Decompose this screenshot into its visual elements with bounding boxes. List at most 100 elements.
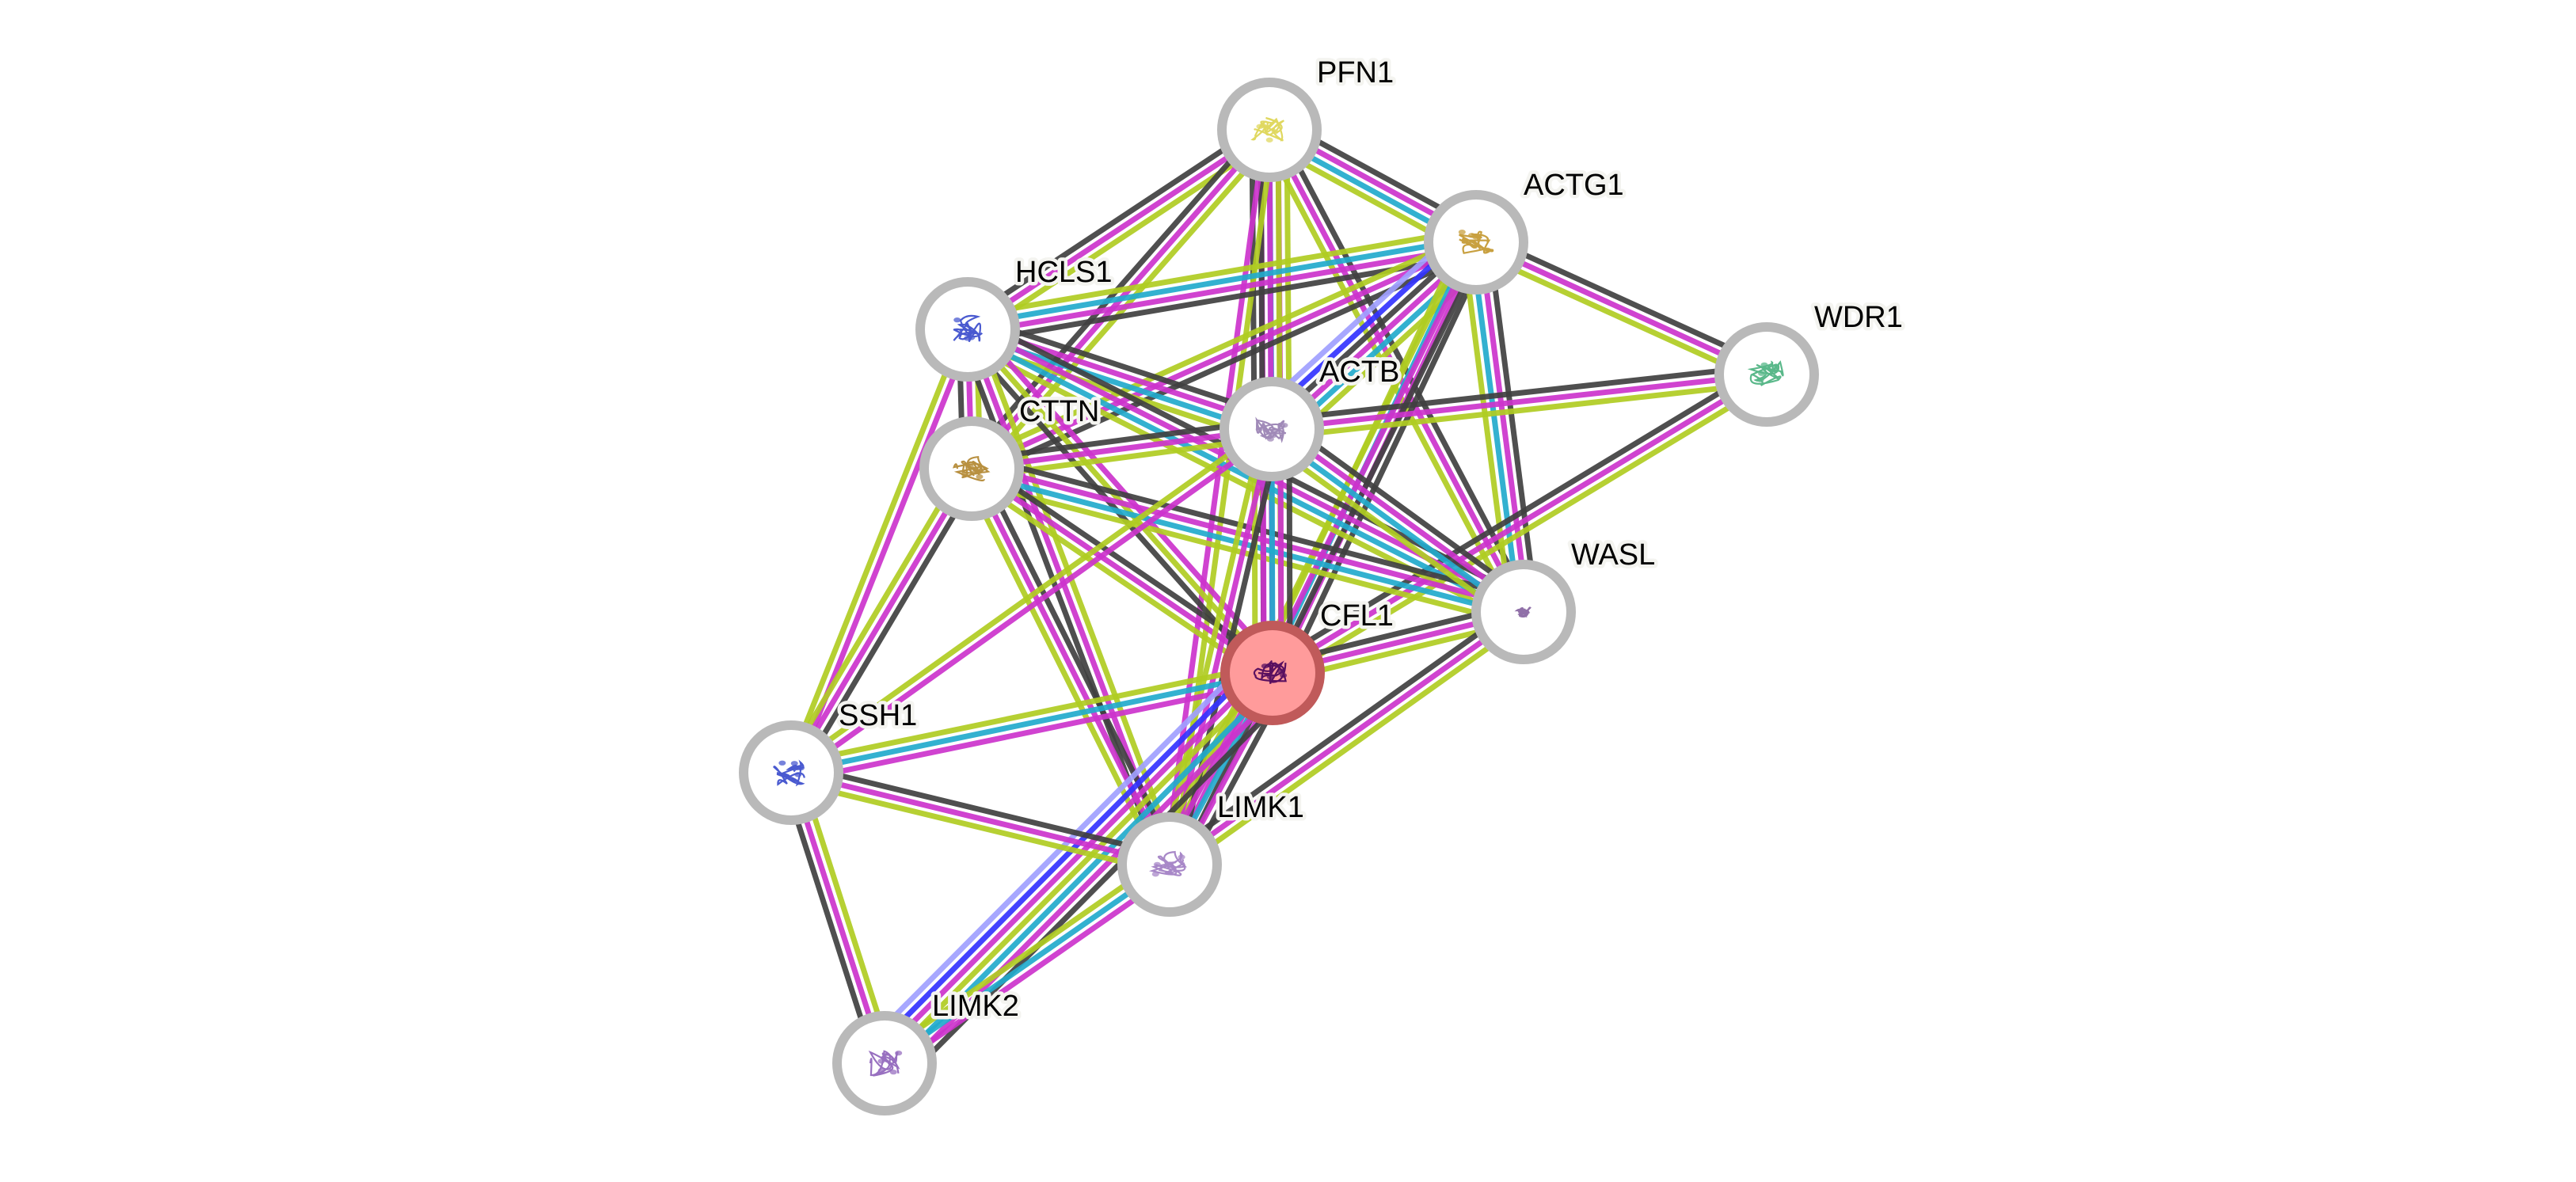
evidence-line-coexpression <box>1162 602 1520 860</box>
node-label-hcls1[interactable]: HCLS1 <box>1012 253 1117 293</box>
node-label-actg1[interactable]: ACTG1 <box>1520 165 1628 206</box>
evidence-line-coexpression <box>976 463 1180 862</box>
evidence-line-databases <box>966 235 1476 329</box>
node-label-cttn[interactable]: CTTN <box>1016 392 1103 432</box>
evidence-line-experiments <box>1167 610 1526 867</box>
node-label-limk1[interactable]: LIMK1 <box>1214 788 1308 828</box>
edge-limk1-limk2[interactable] <box>877 855 1177 1073</box>
node-cttn[interactable] <box>919 416 1024 521</box>
evidence-line-textmining <box>877 855 1166 1058</box>
node-hcls1[interactable] <box>915 277 1020 382</box>
protein-structure-icon <box>953 456 991 481</box>
evidence-line-coexpression <box>796 471 982 779</box>
evidence-line-coexpression <box>1266 364 1764 668</box>
evidence-line-textmining <box>1275 379 1773 683</box>
evidence-line-experiments <box>1266 128 1527 614</box>
evidence-line-experiments <box>888 869 1177 1073</box>
node-label-actb[interactable]: ACTB <box>1316 352 1403 393</box>
protein-structure-icon <box>1747 360 1784 386</box>
node-label-ssh1[interactable]: SSH1 <box>835 696 921 736</box>
evidence-line-cooccurrence <box>869 659 1262 1053</box>
nodes-layer <box>739 78 1819 1115</box>
edge-cfl1-limk2[interactable] <box>864 652 1293 1084</box>
evidence-line-textmining <box>973 325 1181 863</box>
evidence-line-coexpression <box>1270 363 1767 424</box>
node-label-cfl1[interactable]: CFL1 <box>1317 596 1398 637</box>
node-label-pfn1[interactable]: PFN1 <box>1314 53 1398 93</box>
evidence-line-experiments <box>792 430 1277 779</box>
evidence-line-textmining <box>965 226 1474 320</box>
protein-structure-icon <box>773 759 805 787</box>
node-wdr1[interactable] <box>1714 322 1819 427</box>
edge-ssh1-limk1[interactable] <box>788 761 1173 876</box>
protein-structure-icon <box>868 1050 903 1077</box>
edge-wdr1-cfl1[interactable] <box>1266 364 1773 683</box>
node-circle[interactable] <box>1217 78 1322 182</box>
node-ssh1[interactable] <box>739 720 843 825</box>
evidence-line-textmining <box>786 423 1271 772</box>
evidence-line-coexpression <box>1277 416 1533 604</box>
node-actg1[interactable] <box>1424 190 1528 295</box>
edge-wasl-limk1[interactable] <box>1162 602 1531 874</box>
protein-structure-icon <box>953 314 984 343</box>
evidence-line-coexpression <box>975 459 1280 668</box>
edge-actb-ssh1[interactable] <box>786 423 1277 779</box>
evidence-line-textmining <box>1173 617 1531 874</box>
protein-structure-icon <box>1253 660 1288 684</box>
node-pfn1[interactable] <box>1217 78 1322 182</box>
protein-structure-icon <box>1255 416 1288 443</box>
node-label-wasl[interactable]: WASL <box>1568 535 1659 576</box>
evidence-line-textmining <box>882 671 1275 1066</box>
evidence-line-experiments <box>792 678 1275 785</box>
node-circle[interactable] <box>832 1011 937 1115</box>
evidence-line-textmining <box>1259 132 1519 618</box>
protein-structure-icon <box>1514 606 1532 618</box>
evidence-line-textmining <box>789 661 1272 767</box>
evidence-line-databases <box>882 862 1172 1066</box>
evidence-line-coexpression <box>961 120 1266 325</box>
evidence-line-databases <box>964 330 1524 619</box>
evidence-line-coexpression <box>1486 240 1539 611</box>
evidence-line-databases <box>1469 242 1523 614</box>
evidence-line-coexpression <box>1281 246 1491 680</box>
evidence-line-experiments <box>1474 239 1768 378</box>
evidence-line-experiments <box>1477 241 1531 612</box>
evidence-line-textmining <box>1460 243 1514 614</box>
evidence-line-textmining <box>781 462 967 770</box>
evidence-line-experiments <box>968 243 1478 336</box>
evidence-line-coexpression <box>792 761 1173 859</box>
evidence-line-experiments <box>1271 371 1767 432</box>
node-label-wdr1[interactable]: WDR1 <box>1811 298 1907 338</box>
edge-cttn-ssh1[interactable] <box>781 462 982 779</box>
node-circle[interactable] <box>739 720 843 825</box>
node-limk2[interactable] <box>832 1011 937 1115</box>
evidence-line-textmining <box>1272 380 1768 441</box>
edge-actg1-wasl[interactable] <box>1460 240 1539 614</box>
evidence-line-textmining <box>960 338 1520 626</box>
evidence-line-databases <box>790 670 1273 776</box>
edge-wdr1-actb[interactable] <box>1270 363 1768 441</box>
node-wasl[interactable] <box>1471 560 1576 664</box>
evidence-line-textmining <box>1471 247 1764 386</box>
evidence-line-coexpression <box>1478 231 1772 370</box>
evidence-line-experiments <box>788 467 975 774</box>
node-label-limk2[interactable]: LIMK2 <box>929 986 1023 1027</box>
evidence-line-experiments <box>966 127 1271 332</box>
evidence-line-experiments <box>790 770 1170 868</box>
evidence-line-textmining <box>784 326 967 773</box>
evidence-line-coexpression <box>971 314 1277 420</box>
evidence-line-textmining <box>965 473 1269 682</box>
node-cfl1[interactable] <box>1220 621 1325 725</box>
node-actb[interactable] <box>1220 377 1324 481</box>
evidence-line-experiments <box>876 664 1269 1059</box>
edge-actg1-wdr1[interactable] <box>1471 231 1772 386</box>
evidence-line-experiments <box>1271 372 1768 675</box>
node-limk1[interactable] <box>1117 812 1222 917</box>
edges-layer <box>780 116 1773 1084</box>
protein-structure-icon <box>1250 117 1284 143</box>
edge-cfl1-ssh1[interactable] <box>789 661 1275 785</box>
protein-structure-icon <box>1458 229 1494 254</box>
evidence-line-textmining <box>1262 437 1518 625</box>
